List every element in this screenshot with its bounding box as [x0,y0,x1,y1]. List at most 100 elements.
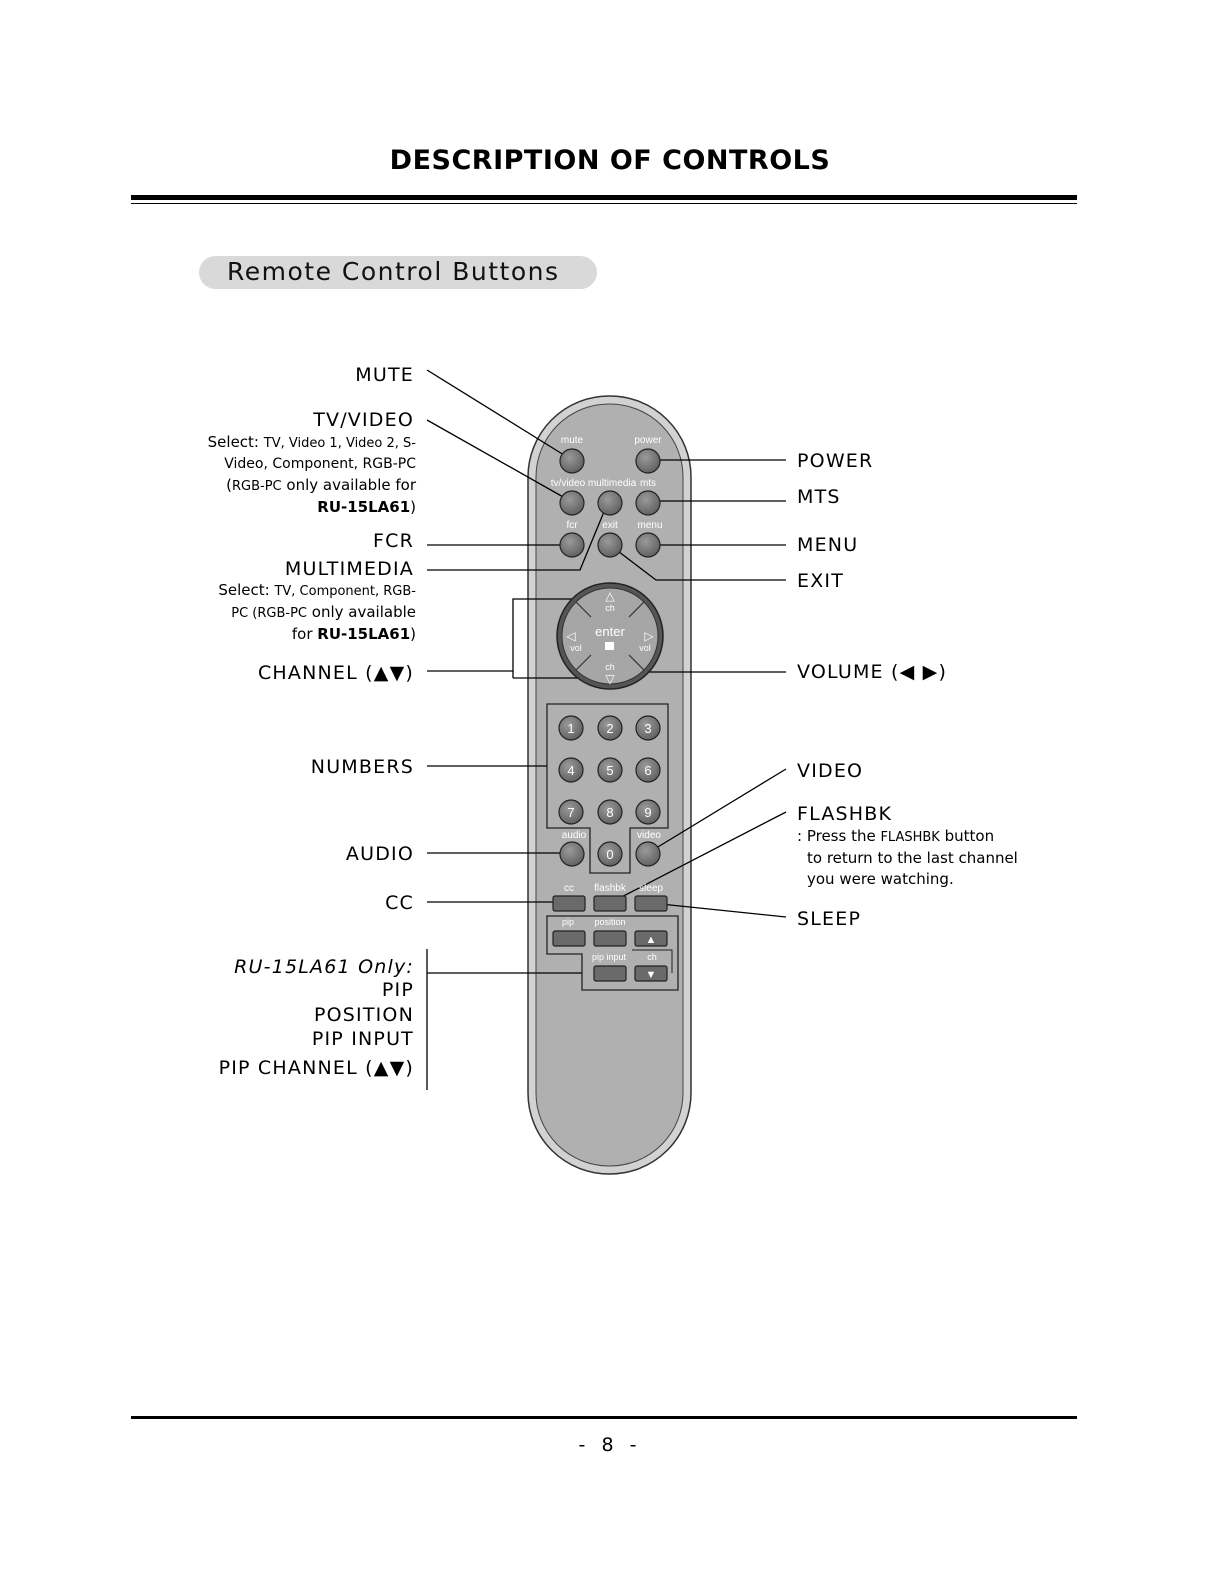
power-button[interactable] [635,448,661,474]
number-8-button[interactable] [597,799,623,825]
label-menu: MENU [797,534,859,556]
remote-label-multimedia: multimedia [588,478,637,489]
remote-label-video: video [637,830,661,841]
label-sleep: SLEEP [797,908,862,930]
number-8-label: 8 [606,805,613,820]
number-1-button[interactable] [558,715,584,741]
note-text: ) [410,498,416,516]
menu-button[interactable] [635,532,661,558]
label-pip-input: PIP INPUT [311,1028,414,1050]
note-text: to return to the last channel [807,849,1018,867]
number-9-label: 9 [644,805,651,820]
number-7-button[interactable] [558,799,584,825]
remote-label-mute: mute [561,435,584,446]
page-title: DESCRIPTION OF CONTROLS [389,145,831,176]
numpad-outline [546,703,669,874]
note-text: ( [226,476,232,494]
label-pip-channel: PIP CHANNEL (▲▼) [218,1057,414,1079]
note-tv-video: Select: TV, Video 1, Video 2, S- Video, … [208,432,416,518]
tv-video-button[interactable] [559,490,585,516]
fcr-button[interactable] [559,532,585,558]
number-5-label: 5 [606,763,613,778]
label-channel: CHANNEL (▲▼) [257,662,414,684]
note-text: Select: [207,433,264,451]
enter-square-icon [605,642,614,650]
label-power: POWER [797,450,874,472]
remote-label-ch-up: ch [605,603,615,613]
ch-up-icon[interactable]: △ [605,589,615,603]
pip-outline [546,915,679,991]
number-6-label: 6 [644,763,651,778]
remote-label-position: position [594,917,625,927]
model-name: RU-15LA61 [317,625,411,643]
enter-button[interactable]: enter [595,624,625,639]
model-name: RU-15LA61 [317,498,411,516]
remote-label-tv-video: tv/video [551,478,586,489]
mute-button[interactable] [559,448,585,474]
pip-ch-down-icon: ▼ [646,969,657,981]
note-text: TV, Component, RGB- [274,584,416,599]
page-number: - 8 - [578,1434,642,1456]
number-0-label: 0 [606,847,613,862]
section-heading-text: Remote Control Buttons [227,257,560,286]
note-text: only available for [281,476,416,494]
label-volume: VOLUME (◀ ▶) [797,661,948,683]
label-mute: MUTE [355,364,414,386]
number-2-label: 2 [606,721,613,736]
remote-nav-pad: △ ch ◁ ▷ vol vol enter ch ▽ [556,582,664,690]
label-fcr: FCR [373,530,414,552]
vol-left-icon[interactable]: ◁ [566,629,576,643]
remote-label-sleep: sleep [639,883,663,894]
remote-label-vol-left: vol [570,643,582,653]
remote-number-pad: 1 2 3 4 5 6 7 8 9 0 audio video [558,715,661,867]
label-pip: PIP [381,979,414,1001]
exit-button[interactable] [597,532,623,558]
note-multimedia: Select: TV, Component, RGB- PC (RGB-PC o… [218,580,416,645]
label-video: VIDEO [797,760,864,782]
audio-button[interactable] [559,841,585,867]
remote-label-vol-right: vol [639,643,651,653]
label-exit: EXIT [797,570,845,592]
number-5-button[interactable] [597,757,623,783]
remote-label-audio: audio [562,830,587,841]
mts-button[interactable] [635,490,661,516]
vol-right-icon[interactable]: ▷ [644,629,654,643]
ch-down-icon[interactable]: ▽ [605,672,615,686]
position-button[interactable] [593,930,627,947]
number-2-button[interactable] [597,715,623,741]
label-multimedia: MULTIMEDIA [284,558,414,580]
note-text: RGB-PC [231,479,282,494]
flashbk-button[interactable] [593,895,627,912]
note-text: only available [307,603,416,621]
remote-label-mts: mts [640,478,656,489]
note-text: PC ( [231,606,258,621]
label-flashbk: FLASHBK [797,803,893,825]
pip-ch-up-button[interactable] [634,930,668,947]
multimedia-button[interactable] [597,490,623,516]
label-ru-only: RU-15LA61 Only: [234,956,414,978]
note-flashbk: : Press the FLASHBK button to return to … [797,826,1018,890]
pip-input-button[interactable] [593,965,627,982]
pip-ch-down-button[interactable] [634,965,668,982]
number-3-button[interactable] [635,715,661,741]
note-text: ) [410,625,416,643]
pip-ch-bracket [632,949,673,973]
video-button[interactable] [635,841,661,867]
remote-label-pip-ch: ch [647,952,657,962]
header-rule-thin [131,203,1077,204]
remote-top-buttons: mute power tv/video multimedia mts fcr e… [551,435,663,558]
number-3-label: 3 [644,721,651,736]
remote-label-fcr: fcr [566,520,578,531]
number-0-button[interactable] [597,841,623,867]
number-6-button[interactable] [635,757,661,783]
cc-button[interactable] [552,895,586,912]
number-9-button[interactable] [635,799,661,825]
note-text: Video, Component, RGB-PC [224,456,416,472]
pip-button[interactable] [552,930,586,947]
remote-label-pip: pip [562,917,574,927]
number-4-button[interactable] [558,757,584,783]
remote-label-flashbk: flashbk [594,883,627,894]
label-mts: MTS [797,486,841,508]
sleep-button[interactable] [634,895,668,912]
note-text: button [939,827,995,845]
